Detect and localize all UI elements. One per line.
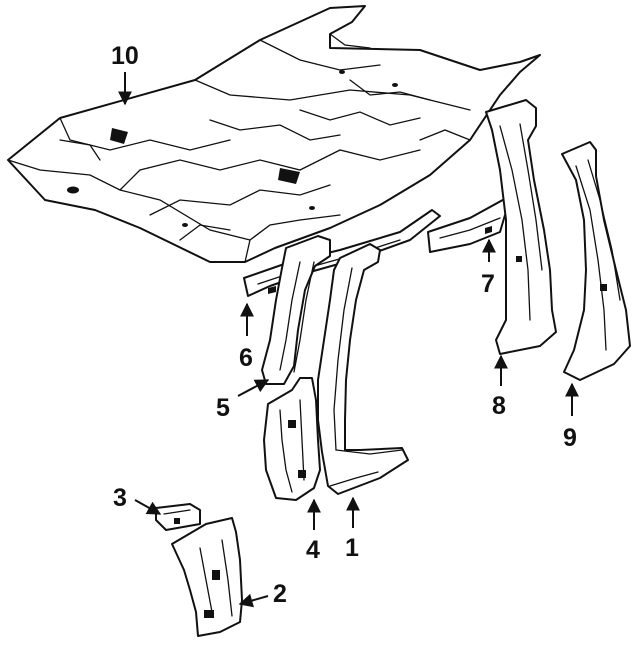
callout-5-leader: [237, 379, 270, 397]
lower-pillar-extension-part: [171, 517, 243, 637]
callout-9: 9: [563, 424, 577, 452]
callout-3: 3: [113, 484, 127, 512]
callout-7: 7: [481, 270, 495, 298]
callout-6: 6: [239, 344, 253, 372]
callout-1: 1: [345, 534, 359, 562]
floor-pan-assembly: [7, 5, 541, 263]
sill-plate-part: [427, 195, 517, 253]
bracket-part: [155, 503, 201, 531]
callout-3-leader: [134, 499, 162, 515]
inner-hinge-pillar-part: [261, 235, 331, 385]
callout-8: 8: [492, 392, 506, 420]
center-pillar-reinforcement-part: [561, 141, 631, 381]
callout-10: 10: [111, 42, 139, 70]
center-pillar-part: [485, 99, 557, 355]
callout-2: 2: [273, 580, 287, 608]
outer-hinge-pillar-part: [317, 243, 409, 495]
hinge-pillar-reinforcement-part: [263, 377, 321, 501]
callout-2-leader: [238, 593, 269, 608]
callout-5: 5: [216, 394, 230, 422]
callout-4: 4: [306, 536, 320, 564]
